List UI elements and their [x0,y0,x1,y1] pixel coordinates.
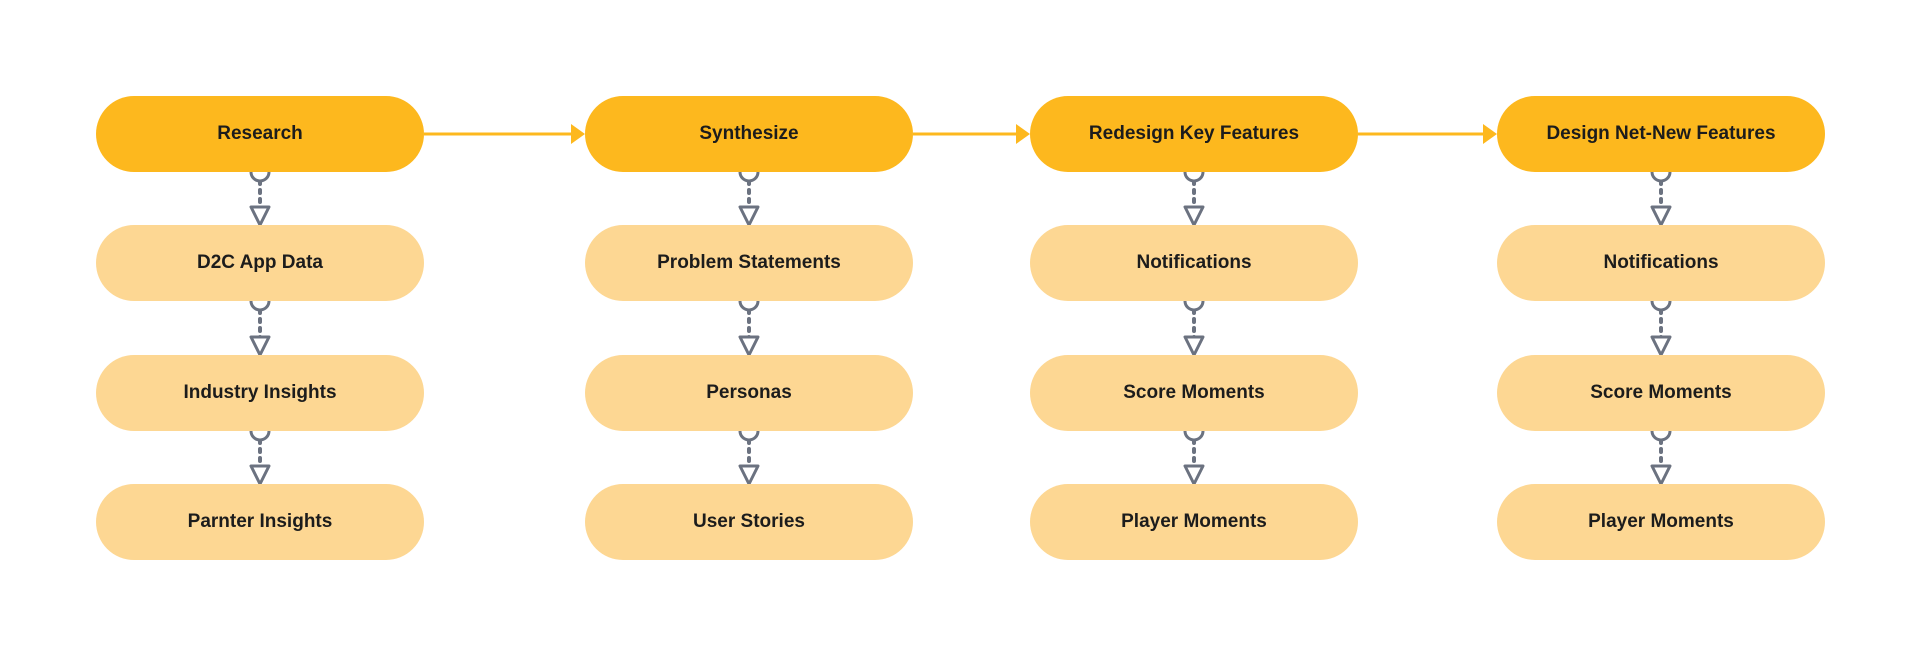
connector-end-triangle-icon [1650,205,1672,227]
connector-end-triangle-icon [1650,464,1672,486]
step-redesign-key-features: Redesign Key Features [1030,96,1358,172]
connector-end-triangle-icon [738,205,760,227]
research-item-industry-insights: Industry Insights [96,355,424,431]
research-item-partner-insights: Parnter Insights [96,484,424,560]
synthesize-item-problem-statements: Problem Statements [585,225,913,301]
connector-end-triangle-icon [249,205,271,227]
step-research: Research [96,96,424,172]
flow-arrowhead-icon [1016,124,1030,144]
step-synthesize: Synthesize [585,96,913,172]
connector-end-triangle-icon [249,464,271,486]
net-new-item-notifications: Notifications [1497,225,1825,301]
research-item-d2c-app-data: D2C App Data [96,225,424,301]
connector-end-triangle-icon [249,335,271,357]
connector-end-triangle-icon [1650,335,1672,357]
flow-arrowhead-icon [571,124,585,144]
redesign-item-player-moments: Player Moments [1030,484,1358,560]
connector-end-triangle-icon [1183,464,1205,486]
redesign-item-score-moments: Score Moments [1030,355,1358,431]
net-new-item-player-moments: Player Moments [1497,484,1825,560]
connector-end-triangle-icon [1183,335,1205,357]
flow-arrowhead-icon [1483,124,1497,144]
redesign-item-notifications: Notifications [1030,225,1358,301]
connector-end-triangle-icon [1183,205,1205,227]
connector-end-triangle-icon [738,335,760,357]
synthesize-item-personas: Personas [585,355,913,431]
connector-end-triangle-icon [738,464,760,486]
net-new-item-score-moments: Score Moments [1497,355,1825,431]
synthesize-item-user-stories: User Stories [585,484,913,560]
step-design-net-new-features: Design Net-New Features [1497,96,1825,172]
